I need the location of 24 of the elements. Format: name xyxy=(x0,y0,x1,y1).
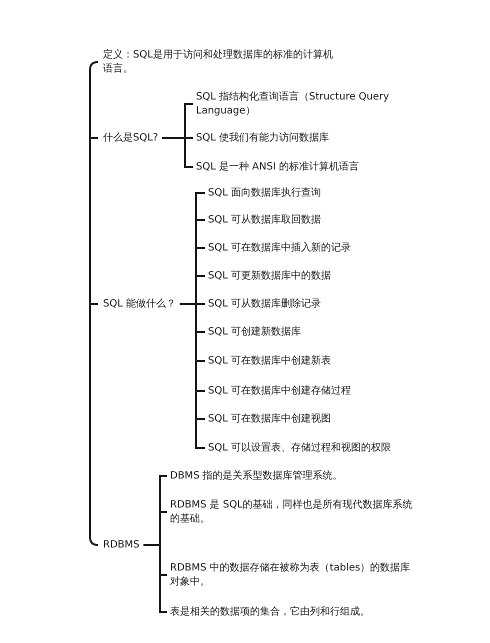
node-text: SQL 可更新数据库中的数据 xyxy=(208,269,332,283)
connector-line xyxy=(143,544,167,613)
connector-line xyxy=(162,137,193,168)
node-text: SQL 是一种 ANSI 的标准计算机语言 xyxy=(196,160,360,174)
node-text: SQL 可在数据库中创建视图 xyxy=(208,412,332,426)
node-text: DBMS 指的是关系型数据库管理系统。 xyxy=(170,469,344,483)
node-text: SQL 可在数据库中创建存储过程 xyxy=(208,384,352,398)
node-text: SQL 可在数据库中创建新表 xyxy=(208,354,332,368)
node-text: SQL 可以设置表、存储过程和视图的权限 xyxy=(208,441,392,455)
node-text: SQL 使我们有能力访问数据库 xyxy=(196,131,330,145)
node-text: SQL 面向数据库执行查询 xyxy=(208,186,322,200)
node-text: SQL 指结构化查询语言（Structure Query Language） xyxy=(196,90,390,118)
node-text: RDBMS xyxy=(103,538,140,552)
node-text: SQL 可创建新数据库 xyxy=(208,325,302,339)
node-text: 定义：SQL是用于访问和处理数据库的标准的计算机语言。 xyxy=(103,48,334,76)
node-text: SQL 可在数据库中插入新的记录 xyxy=(208,241,352,255)
node-text: RDBMS 中的数据存储在被称为表（tables）的数据库对象中。 xyxy=(170,562,412,588)
node-text: 表是相关的数据项的集合，它由列和行组成。 xyxy=(170,605,371,619)
node-text: SQL 可从数据库删除记录 xyxy=(208,297,322,311)
node-text: 什么是SQL? xyxy=(103,131,160,145)
node-text: SQL 能做什么？ xyxy=(103,297,177,311)
node-text: SQL 可从数据库取回数据 xyxy=(208,213,322,227)
node-text: RDBMS 是 SQL的基础，同样也是所有现代数据库系统的基础。 xyxy=(170,498,414,526)
connector-line xyxy=(180,303,205,449)
